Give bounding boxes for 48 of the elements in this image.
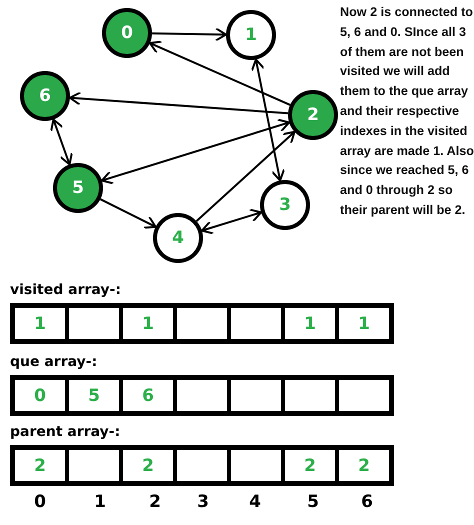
graph-node-circle: 4 bbox=[153, 213, 203, 263]
graph-node-circle: 5 bbox=[53, 163, 103, 213]
graph-node-circle: 2 bbox=[288, 90, 338, 140]
arrow bbox=[100, 118, 290, 184]
empty-array-cell bbox=[177, 450, 227, 481]
array-heading: visited array-: bbox=[10, 282, 122, 298]
array-heading: parent array-: bbox=[10, 424, 122, 440]
graph-node-circle: 1 bbox=[226, 10, 276, 60]
array-cell: 2 bbox=[15, 450, 65, 481]
arrow bbox=[100, 198, 157, 229]
array-cell: 1 bbox=[15, 308, 65, 339]
array-cell: 1 bbox=[285, 308, 335, 339]
empty-array-cell bbox=[177, 380, 227, 411]
array-cell: 2 bbox=[285, 450, 335, 481]
array-cell: 6 bbox=[123, 380, 173, 411]
empty-array-cell bbox=[231, 308, 281, 339]
empty-array-cell bbox=[69, 308, 119, 339]
array-cell: 2 bbox=[123, 450, 173, 481]
empty-array-cell bbox=[231, 450, 281, 481]
array-heading: que array-: bbox=[10, 354, 98, 370]
empty-array-cell bbox=[177, 308, 227, 339]
array-cell: 5 bbox=[69, 380, 119, 411]
graph-node-circle: 0 bbox=[102, 8, 152, 58]
index-number: 0 bbox=[33, 492, 47, 512]
arrow bbox=[148, 40, 291, 106]
index-number: 1 bbox=[93, 492, 107, 512]
arrow bbox=[152, 27, 227, 42]
index-number: 6 bbox=[360, 492, 374, 512]
arrow bbox=[68, 92, 288, 114]
empty-array-cell bbox=[285, 380, 335, 411]
empty-array-cell bbox=[339, 380, 389, 411]
array-cell: 0 bbox=[15, 380, 65, 411]
index-number: 4 bbox=[248, 492, 262, 512]
index-number: 3 bbox=[196, 492, 210, 512]
index-number: 5 bbox=[306, 492, 320, 512]
index-number: 2 bbox=[148, 492, 162, 512]
graph-node-circle: 3 bbox=[260, 180, 310, 230]
arrow bbox=[200, 208, 262, 234]
array-cell: 1 bbox=[339, 308, 389, 339]
arrow bbox=[196, 130, 296, 222]
array-cell: 2 bbox=[339, 450, 389, 481]
arrow bbox=[50, 118, 73, 166]
arrow bbox=[250, 58, 286, 182]
graph-node-circle: 6 bbox=[20, 71, 70, 121]
array-cell: 1 bbox=[123, 308, 173, 339]
empty-array-cell bbox=[69, 450, 119, 481]
explanation-text: Now 2 is connected to 5, 6 and 0. SInce all 3 of them are not been visited we will add them to the que array and their respective indexes in the visited array are made 1. Also since we reached 5, 6 and 0 through 2 so their parent will be 2. bbox=[340, 4, 474, 219]
empty-array-cell bbox=[231, 380, 281, 411]
